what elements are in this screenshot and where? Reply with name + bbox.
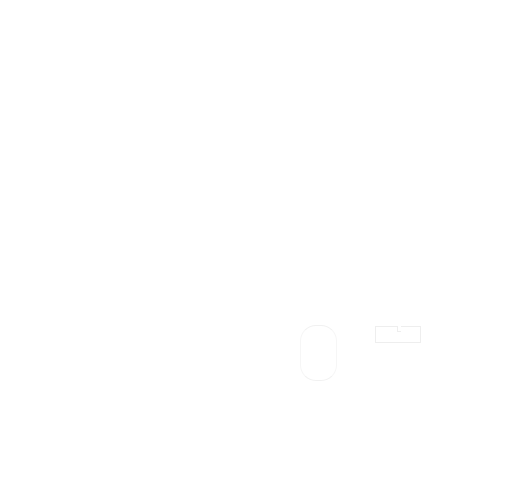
tab-outline-left-edge	[375, 326, 397, 327]
tab-outline-notch	[397, 326, 401, 332]
tab-outline-right-edge	[401, 326, 421, 327]
faint-capsule-outline	[300, 325, 337, 381]
faint-tab-outline	[375, 326, 421, 343]
